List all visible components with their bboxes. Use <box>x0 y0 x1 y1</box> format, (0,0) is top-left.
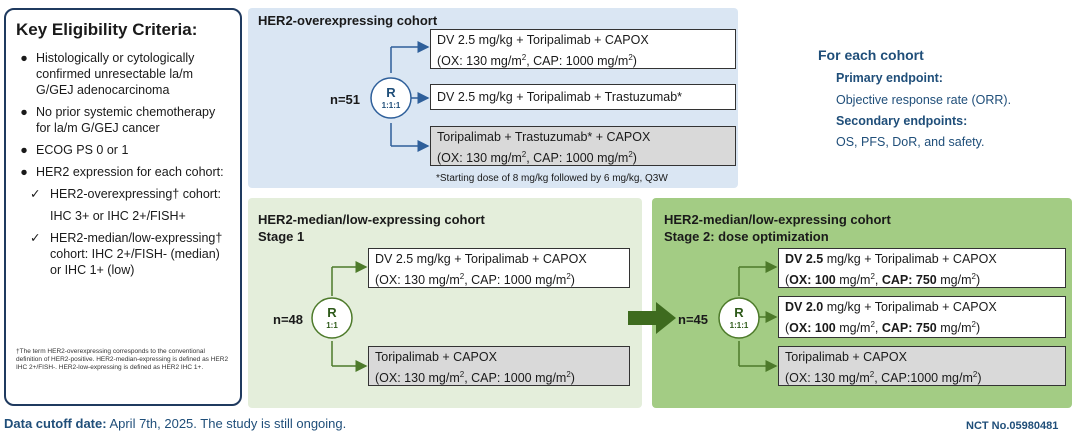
criteria-title: Key Eligibility Criteria: <box>16 20 198 39</box>
criteria-sub-item: ✓HER2-median/low-expressing† cohort: IHC… <box>30 231 223 277</box>
secondary-endpoint-value: OS, PFS, DoR, and safety. <box>836 135 985 149</box>
randomization-label: R <box>734 305 744 320</box>
primary-endpoint-label: Primary endpoint: <box>836 71 943 85</box>
endpoints-heading: For each cohort <box>818 47 924 63</box>
randomization-label: R <box>327 305 337 320</box>
randomization-circle-icon <box>718 297 760 339</box>
randomization-ratio: 1:1:1 <box>381 101 401 110</box>
treatment-arm: DV 2.5 mg/kg + Toripalimab + Trastuzumab… <box>430 84 736 110</box>
cohort1-title: HER2-overexpressing cohort <box>258 13 438 28</box>
randomization-ratio: 1:1 <box>326 321 338 330</box>
nct-number: NCT No.05980481 <box>966 420 1059 432</box>
randomization-circle-icon <box>370 77 412 119</box>
cohort2-n: n=48 <box>273 312 303 327</box>
criteria-item: ●Histologically or cytologically confirm… <box>20 51 195 97</box>
randomization-circle-icon <box>311 297 353 339</box>
treatment-arm: DV 2.5 mg/kg + Toripalimab + CAPOX (OX: … <box>430 29 736 69</box>
data-cutoff: Data cutoff date: April 7th, 2025. The s… <box>4 416 347 431</box>
cohort3-title: HER2-median/low-expressing cohort <box>664 212 891 227</box>
randomization-label: R <box>386 85 396 100</box>
eligibility-criteria-box: Key Eligibility Criteria: ●Histologicall… <box>4 8 242 406</box>
stage-transition-arrow-icon <box>628 302 676 334</box>
secondary-endpoint-label: Secondary endpoints: <box>836 114 968 128</box>
treatment-arm: DV 2.0 mg/kg + Toripalimab + CAPOX (OX: … <box>778 296 1066 338</box>
check-icon: ✓ <box>30 231 41 245</box>
cohort1-footnote: *Starting dose of 8 mg/kg followed by 6 … <box>436 173 668 184</box>
treatment-arm: Toripalimab + CAPOX (OX: 130 mg/m2, CAP:… <box>778 346 1066 386</box>
primary-endpoint-value: Objective response rate (ORR). <box>836 93 1012 107</box>
treatment-arm: Toripalimab + CAPOX (OX: 130 mg/m2, CAP:… <box>368 346 630 386</box>
cohort2-stage: Stage 1 <box>258 229 305 244</box>
treatment-arm: Toripalimab + Trastuzumab* + CAPOX (OX: … <box>430 126 736 166</box>
criteria-item: ●HER2 expression for each cohort: <box>20 165 224 179</box>
cohort1-n: n=51 <box>330 92 360 107</box>
cohort3-n: n=45 <box>678 312 708 327</box>
criteria-sub-item: ✓HER2-overexpressing† cohort: <box>30 187 221 201</box>
criteria-sub-detail: IHC 3+ or IHC 2+/FISH+ <box>50 209 186 223</box>
cohort3-stage: Stage 2: dose optimization <box>664 229 829 244</box>
cohort2-title: HER2-median/low-expressing cohort <box>258 212 485 227</box>
randomization-ratio: 1:1:1 <box>729 321 749 330</box>
criteria-item: ●No prior systemic chemotherapy for la/m… <box>20 105 216 135</box>
criteria-footnote: †The term HER2-overexpressing correspond… <box>16 348 229 371</box>
criteria-item: ●ECOG PS 0 or 1 <box>20 143 129 157</box>
check-icon: ✓ <box>30 187 41 201</box>
treatment-arm: DV 2.5 mg/kg + Toripalimab + CAPOX (OX: … <box>778 248 1066 288</box>
treatment-arm: DV 2.5 mg/kg + Toripalimab + CAPOX (OX: … <box>368 248 630 288</box>
